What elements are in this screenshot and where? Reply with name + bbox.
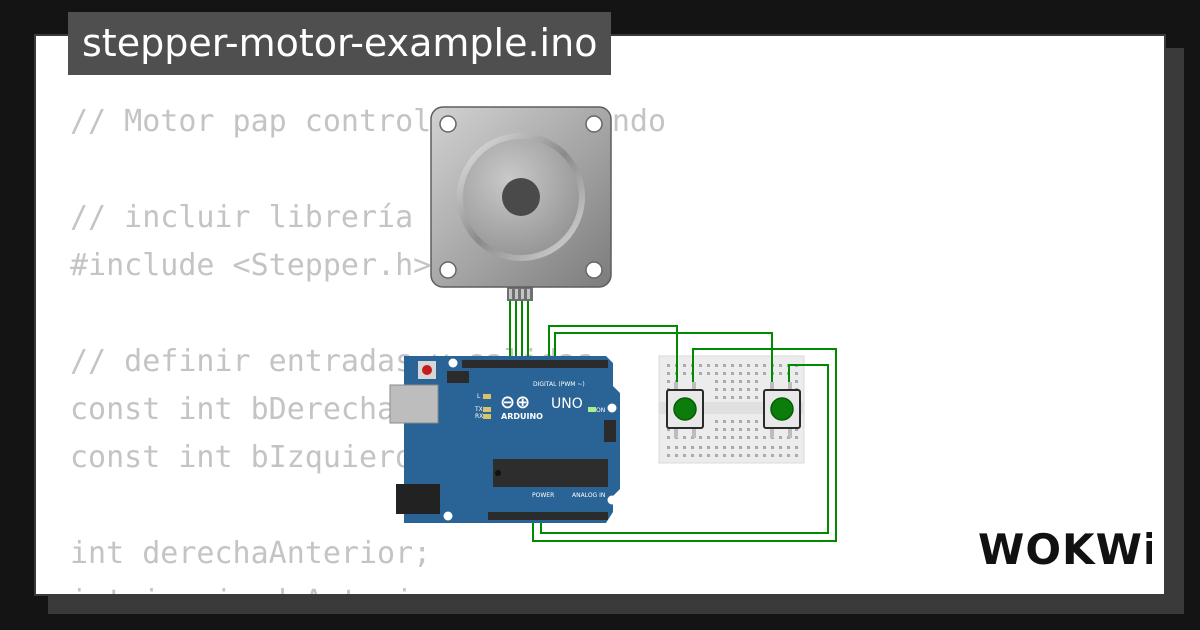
rx-label: RX [475, 413, 483, 420]
code-line: int izquierdaAnterior; [70, 578, 666, 594]
tx-label: TX [474, 406, 483, 413]
arduino-uno-board: ⊖⊕ UNO ARDUINO DIGITAL (PWM ~) ON L TX R… [389, 356, 620, 523]
wire [548, 325, 678, 384]
l-label: L [477, 393, 481, 400]
wokwi-logo: WOKWi [978, 525, 1152, 574]
code-line: const int bDerecha [70, 392, 396, 427]
board-model: UNO [551, 396, 583, 412]
wires [509, 295, 837, 542]
stepper-motor [430, 106, 612, 301]
svg-text:⊖⊕: ⊖⊕ [500, 392, 530, 413]
pushbutton-left[interactable] [666, 382, 704, 438]
wire [554, 332, 773, 384]
wokwi-logo-text: WOKWi [978, 525, 1152, 574]
analog-label: ANALOG IN [572, 492, 605, 499]
file-title: stepper-motor-example.ino [68, 12, 612, 75]
wire [532, 348, 837, 542]
pushbutton-right[interactable] [763, 382, 801, 438]
wire [540, 364, 829, 534]
code-line: #include <Stepper.h> [70, 248, 432, 283]
board-brand: ARDUINO [501, 412, 543, 421]
digital-label: DIGITAL (PWM ~) [533, 381, 585, 388]
power-label: POWER [532, 492, 554, 499]
code-line: const int bIzquierda [70, 440, 432, 475]
code-line: int derechaAnterior; [70, 536, 432, 571]
on-label: ON [596, 407, 605, 414]
code-line: // incluir librería [70, 200, 414, 235]
